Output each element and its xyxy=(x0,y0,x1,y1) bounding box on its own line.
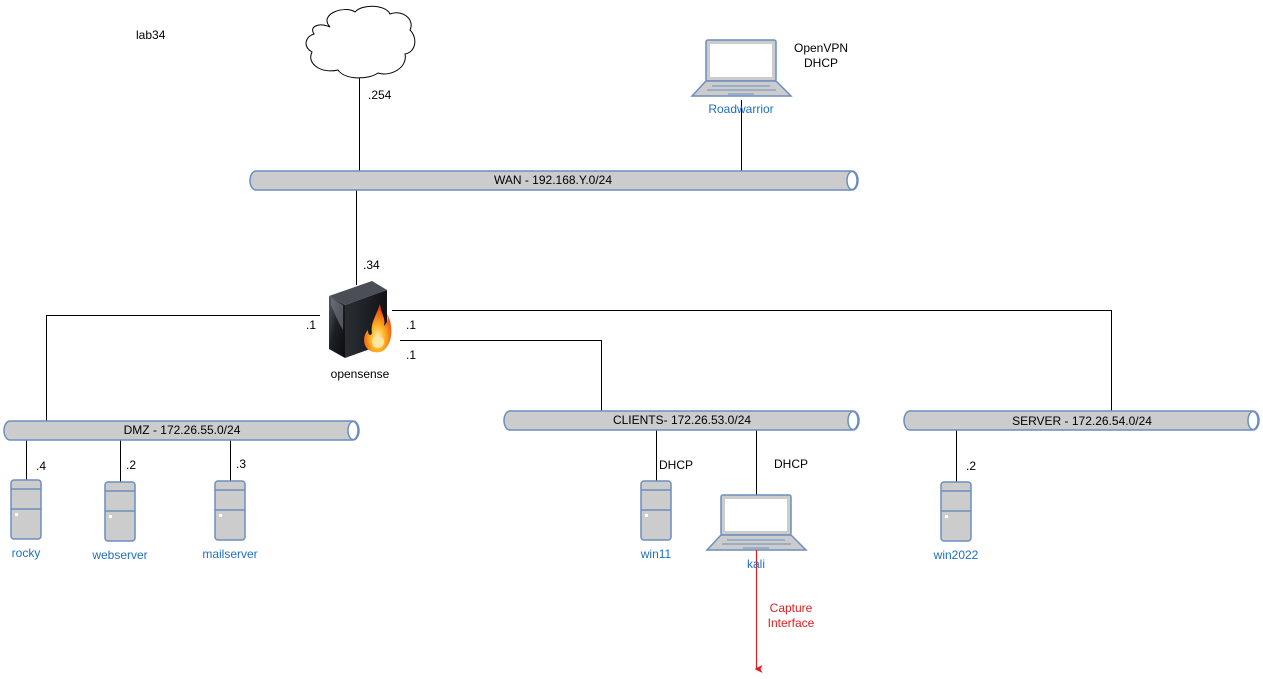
server-bus-label: SERVER - 172.26.54.0/24 xyxy=(1012,414,1152,428)
server-icon xyxy=(940,481,972,542)
dmz-bus xyxy=(3,420,360,441)
rocky-label[interactable]: rocky xyxy=(11,546,41,560)
cloud-icon xyxy=(305,5,416,79)
laptop-icon xyxy=(705,494,808,551)
kali-label[interactable]: kali xyxy=(746,557,766,571)
firewall-label[interactable]: opensense xyxy=(330,367,390,381)
win2022-label[interactable]: win2022 xyxy=(933,548,979,562)
server-icon xyxy=(214,480,246,541)
server-icon xyxy=(104,481,136,542)
cloud-ip-label: .254 xyxy=(368,88,392,102)
webserver-ip: .2 xyxy=(126,458,137,472)
webserver-label[interactable]: webserver xyxy=(92,548,148,562)
rocky-ip: .4 xyxy=(36,459,47,473)
clients-bus-label: CLIENTS- 172.26.53.0/24 xyxy=(612,413,752,427)
capture-label-line2: Interface xyxy=(767,616,815,630)
firewall-clients-ip: .1 xyxy=(406,348,417,362)
firewall-dmz-ip: .1 xyxy=(306,318,317,332)
dmz-bus-label: DMZ - 172.26.55.0/24 xyxy=(123,423,241,437)
server-icon xyxy=(10,479,42,540)
win11-ip: DHCP xyxy=(659,458,694,472)
clients-bus xyxy=(503,410,860,431)
server-icon xyxy=(640,480,672,541)
laptop-icon xyxy=(690,39,793,97)
mailserver-label[interactable]: mailserver xyxy=(202,547,258,561)
connections xyxy=(26,78,1112,495)
roadwarrior-note-openvpn: OpenVPN xyxy=(793,41,849,55)
capture-label-line1: Capture xyxy=(769,601,813,615)
firewall-server-ip: .1 xyxy=(406,318,417,332)
wan-bus-label: WAN - 192.168.Y.0/24 xyxy=(493,173,613,187)
wan-bus xyxy=(249,170,859,191)
firewall-clients-link xyxy=(400,340,602,411)
firewall-dmz-link xyxy=(46,315,320,421)
firewall-icon xyxy=(329,281,392,358)
firewall-wan-ip: .34 xyxy=(363,258,380,272)
win2022-ip: .2 xyxy=(966,459,977,473)
roadwarrior-note-dhcp: DHCP xyxy=(803,56,839,70)
firewall-server-link xyxy=(392,310,1112,411)
diagram-title: lab34 xyxy=(136,28,166,42)
win11-label[interactable]: win11 xyxy=(640,547,672,561)
server-bus xyxy=(903,410,1260,431)
mailserver-ip: .3 xyxy=(236,457,247,471)
kali-ip: DHCP xyxy=(774,457,809,471)
roadwarrior-label[interactable]: Roadwarrior xyxy=(708,102,774,116)
